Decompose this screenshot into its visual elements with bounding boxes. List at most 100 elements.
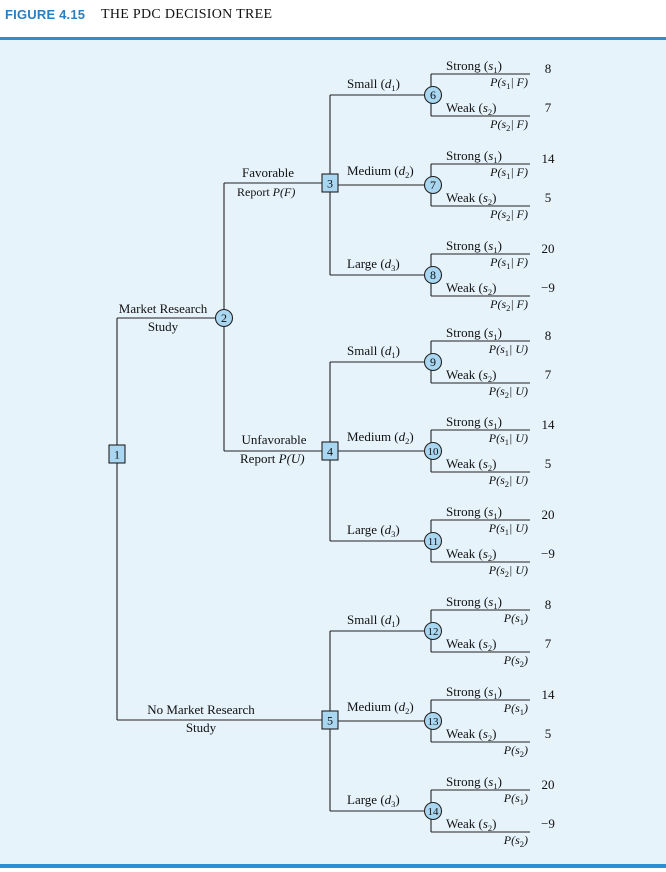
label-weak-11: Weak (s2)	[446, 546, 497, 563]
chance-node-2-number: 2	[221, 311, 227, 325]
label-small-3: Small (d1)	[347, 76, 400, 93]
chance-node-8	[423, 265, 443, 285]
prob-strong-14: P(s1)	[503, 791, 528, 807]
label-market-research: Market Research	[119, 301, 208, 316]
figure-title: THE PDC DECISION TREE	[101, 7, 273, 22]
payoff-weak-10: 5	[545, 456, 552, 471]
figure-label: FIGURE 4.15	[5, 7, 86, 22]
label-strong-7: Strong (s1)	[446, 148, 502, 165]
chance-node-10	[423, 441, 443, 461]
payoff-weak-12: 7	[545, 636, 552, 651]
prob-strong-7: P(s1| F)	[489, 165, 528, 181]
label-weak-12: Weak (s2)	[446, 636, 497, 653]
chance-node-11-number: 11	[428, 536, 439, 548]
label-unfavorable: Unfavorable	[242, 432, 307, 447]
label-medium-4: Medium (d2)	[347, 429, 414, 446]
top-rule	[0, 37, 666, 40]
payoff-strong-12: 8	[545, 597, 552, 612]
chance-node-6-number: 6	[430, 88, 436, 102]
bottom-rule	[0, 864, 666, 868]
label-strong-11: Strong (s1)	[446, 504, 502, 521]
chance-node-13-number: 13	[428, 716, 440, 728]
payoff-weak-11: −9	[541, 546, 555, 561]
decision-node-3	[321, 173, 339, 193]
chance-node-12	[423, 621, 443, 641]
prob-strong-13: P(s1)	[503, 701, 528, 717]
label-weak-7: Weak (s2)	[446, 190, 497, 207]
chance-node-7-number: 7	[430, 178, 436, 192]
prob-strong-8: P(s1| F)	[489, 255, 528, 271]
payoff-weak-7: 5	[545, 190, 552, 205]
label-unfavorable-report: Report P(U)	[240, 451, 305, 466]
payoff-strong-8: 20	[542, 241, 555, 256]
label-weak-13: Weak (s2)	[446, 726, 497, 743]
label-strong-14: Strong (s1)	[446, 774, 502, 791]
prob-weak-8: P(s2| F)	[489, 297, 528, 313]
decision-node-4-number: 4	[327, 445, 333, 459]
prob-strong-9: P(s1| U)	[488, 342, 528, 358]
payoff-strong-14: 20	[542, 777, 555, 792]
chance-node-2	[214, 308, 234, 328]
prob-weak-9: P(s2| U)	[488, 384, 528, 400]
prob-strong-10: P(s1| U)	[488, 431, 528, 447]
prob-weak-10: P(s2| U)	[488, 473, 528, 489]
prob-weak-12: P(s2)	[503, 653, 528, 669]
label-medium-3: Medium (d2)	[347, 163, 414, 180]
chance-node-6	[423, 85, 443, 105]
label-strong-8: Strong (s1)	[446, 238, 502, 255]
decision-node-3-number: 3	[327, 177, 333, 191]
chance-node-11	[423, 531, 443, 551]
prob-weak-7: P(s2| F)	[489, 207, 528, 223]
label-no-market-research: No Market Research	[147, 702, 255, 717]
payoff-strong-10: 14	[542, 417, 556, 432]
prob-weak-11: P(s2| U)	[488, 563, 528, 579]
label-weak-10: Weak (s2)	[446, 456, 497, 473]
payoff-weak-9: 7	[545, 367, 552, 382]
label-strong-13: Strong (s1)	[446, 684, 502, 701]
chance-node-7	[423, 175, 443, 195]
label-medium-5: Medium (d2)	[347, 699, 414, 716]
prob-strong-12: P(s1)	[503, 611, 528, 627]
chance-node-10-number: 10	[428, 446, 440, 458]
label-weak-14: Weak (s2)	[446, 816, 497, 833]
chance-node-8-number: 8	[430, 268, 436, 282]
label-market-research-study: Study	[148, 319, 179, 334]
payoff-strong-13: 14	[542, 687, 556, 702]
decision-node-4	[321, 441, 339, 461]
label-favorable-report: Report P(F)	[237, 185, 295, 199]
payoff-strong-9: 8	[545, 328, 552, 343]
label-strong-9: Strong (s1)	[446, 325, 502, 342]
label-strong-6: Strong (s1)	[446, 58, 502, 75]
chance-node-13	[423, 711, 443, 731]
label-no-market-research-study: Study	[186, 720, 217, 735]
payoff-weak-13: 5	[545, 726, 552, 741]
payoff-weak-14: −9	[541, 816, 555, 831]
label-weak-6: Weak (s2)	[446, 100, 497, 117]
prob-weak-14: P(s2)	[503, 833, 528, 849]
label-large-5: Large (d3)	[347, 792, 400, 809]
prob-strong-11: P(s1| U)	[488, 521, 528, 537]
label-large-3: Large (d3)	[347, 256, 400, 273]
decision-node-5-number: 5	[327, 714, 333, 728]
prob-strong-6: P(s1| F)	[489, 75, 528, 91]
payoff-strong-6: 8	[545, 61, 552, 76]
payoff-strong-11: 20	[542, 507, 555, 522]
decision-node-1	[108, 444, 126, 464]
prob-weak-6: P(s2| F)	[489, 117, 528, 133]
label-small-4: Small (d1)	[347, 343, 400, 360]
label-large-4: Large (d3)	[347, 522, 400, 539]
label-weak-8: Weak (s2)	[446, 280, 497, 297]
label-favorable: Favorable	[242, 165, 294, 180]
label-weak-9: Weak (s2)	[446, 367, 497, 384]
payoff-weak-6: 7	[545, 100, 552, 115]
chance-node-14	[423, 801, 443, 821]
prob-weak-13: P(s2)	[503, 743, 528, 759]
payoff-strong-7: 14	[542, 151, 556, 166]
chance-node-9-number: 9	[430, 355, 436, 369]
label-strong-10: Strong (s1)	[446, 414, 502, 431]
label-small-5: Small (d1)	[347, 612, 400, 629]
label-strong-12: Strong (s1)	[446, 594, 502, 611]
chance-node-14-number: 14	[428, 806, 440, 818]
decision-node-1-number: 1	[114, 448, 120, 462]
